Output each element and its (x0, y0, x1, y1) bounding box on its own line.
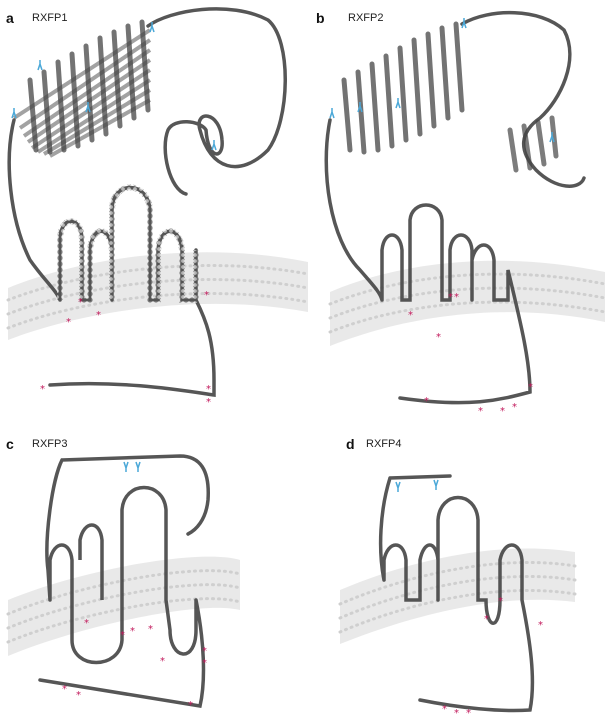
svg-text:*: * (202, 658, 207, 669)
panel-c-diagram: *** *** *** * (6, 454, 242, 711)
panel-a-diagram: * * * * * * * (6, 7, 310, 408)
glycosylation-sites-c (123, 461, 141, 472)
svg-text:*: * (206, 384, 211, 395)
panel-a-name: RXFP1 (32, 12, 68, 24)
svg-text:*: * (78, 297, 83, 308)
svg-text:*: * (512, 402, 517, 413)
svg-text:*: * (120, 630, 125, 641)
marked-residues-a: * * * * * * * (40, 290, 211, 408)
svg-text:*: * (130, 626, 135, 637)
membrane-d (340, 548, 575, 644)
svg-text:*: * (76, 690, 81, 701)
svg-text:*: * (188, 700, 193, 711)
svg-text:*: * (466, 708, 471, 715)
svg-text:*: * (148, 624, 153, 635)
svg-text:*: * (454, 292, 459, 303)
svg-text:*: * (96, 310, 101, 321)
svg-text:*: * (500, 406, 505, 417)
svg-text:*: * (538, 620, 543, 631)
svg-text:*: * (408, 310, 413, 321)
marked-residues-d: * * * * * * (442, 596, 543, 715)
svg-text:*: * (160, 656, 165, 667)
lrr-domain-b (341, 21, 465, 155)
svg-text:*: * (448, 292, 453, 303)
svg-text:*: * (484, 614, 489, 625)
panel-c-letter: c (6, 436, 14, 452)
glycosylation-sites-a (11, 22, 217, 151)
svg-text:*: * (498, 596, 503, 607)
backbone-c (38, 454, 210, 708)
svg-text:*: * (84, 618, 89, 629)
panel-b-letter: b (316, 10, 325, 26)
svg-text:*: * (202, 646, 207, 657)
backbone-d (378, 474, 535, 713)
marked-residues-c: *** *** *** * (62, 618, 207, 711)
svg-text:*: * (478, 406, 483, 417)
svg-text:*: * (454, 708, 459, 715)
panel-c-name: RXFP3 (32, 438, 68, 450)
panel-a-letter: a (6, 10, 14, 26)
panel-d-letter: d (346, 436, 355, 452)
svg-text:*: * (204, 290, 209, 301)
svg-text:*: * (40, 384, 45, 395)
panel-d-diagram: * * * * * * (338, 474, 577, 715)
glycosylation-sites-b (329, 18, 555, 143)
svg-text:*: * (442, 704, 447, 715)
marked-residues-b: *** *** *** (408, 292, 533, 417)
glycosylation-sites-d (395, 479, 439, 492)
panel-b-name: RXFP2 (348, 12, 384, 24)
membrane-c (8, 556, 240, 656)
svg-text:*: * (528, 382, 533, 393)
backbone-b (324, 10, 586, 405)
membrane-b (330, 260, 605, 346)
svg-text:*: * (62, 684, 67, 695)
svg-text:*: * (66, 317, 71, 328)
panel-b-diagram: *** *** *** (324, 10, 605, 417)
panel-d-name: RXFP4 (366, 438, 402, 450)
svg-text:*: * (424, 396, 429, 407)
svg-text:*: * (206, 397, 211, 408)
svg-text:*: * (436, 332, 441, 343)
